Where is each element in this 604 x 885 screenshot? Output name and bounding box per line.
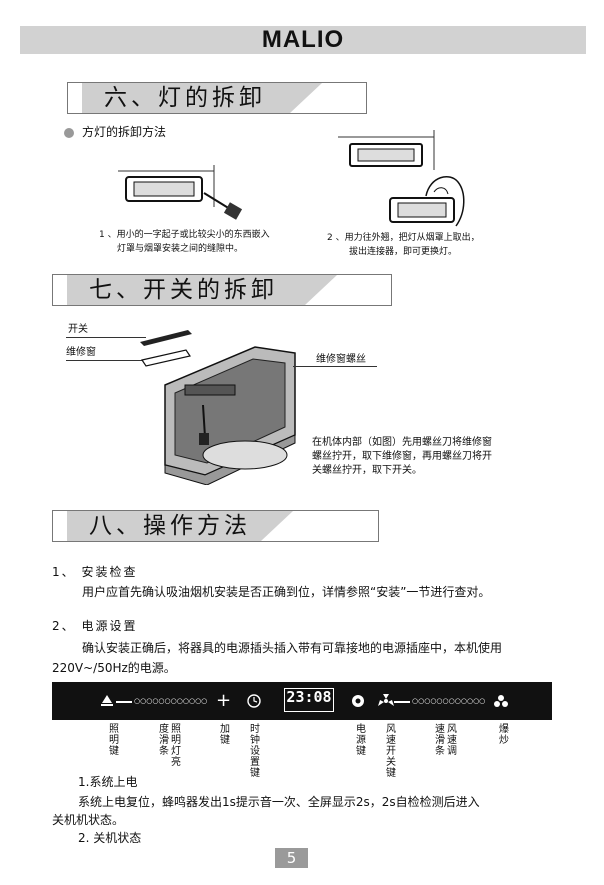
section-title-lamp: 六、灯的拆卸: [67, 82, 367, 114]
label-light-key: 照明键: [109, 724, 119, 757]
label-light-slider-a: 度滑条: [159, 724, 169, 757]
title-band: [67, 511, 243, 541]
switch-desc-line-1: 在机体内部（如图）先用螺丝刀将维修窗: [312, 437, 492, 448]
power-text-line-2: 220V~/50Hz的电源。: [52, 661, 176, 675]
control-panel: ○○○○○○○○○○○○ + 23:08 ○○○○○○○○○○○○: [52, 682, 552, 720]
label-light-slider-b: 照明灯亮: [171, 724, 181, 768]
light-slider[interactable]: ○○○○○○○○○○○○: [134, 697, 208, 705]
section-title-operation: 八、操作方法: [52, 510, 379, 542]
lamp-removal-illustration-1: [118, 165, 243, 220]
label-speed-slider-b: 风速调: [447, 724, 457, 757]
lamp-step-1-line-1: 1 、用小的一字起子或比较尖小的东西嵌入: [99, 230, 270, 240]
label-add-key: 加键: [220, 724, 230, 746]
fan-slider-line: [394, 701, 410, 703]
label-clock-key: 时钟设置键: [250, 724, 260, 779]
switch-desc-line-3: 关螺丝拧开，取下开关。: [312, 465, 422, 476]
power-text-line-1: 确认安装正确后，将器具的电源插头插入带有可靠接地的电源插座中，本机使用: [82, 641, 503, 655]
leader-line: [66, 360, 146, 361]
label-fan-key: 风速开关键: [386, 724, 396, 779]
switch-desc-line-2: 螺丝拧开，取下维修窗，再用螺丝刀将开: [312, 451, 492, 462]
section-heading: 七、开关的拆卸: [89, 277, 278, 303]
switch-part-illustration: [140, 330, 192, 367]
leader-line: [293, 366, 377, 367]
lamp-removal-illustration-2: [338, 130, 465, 227]
lamp-step-1-line-2: 灯罩与烟罩安装之间的缝隙中。: [117, 244, 244, 254]
install-heading: 1、 安装检查: [52, 565, 138, 579]
plus-icon[interactable]: +: [216, 690, 232, 711]
time-display-value: 23:08: [286, 688, 332, 706]
title-band-slant: [287, 275, 337, 305]
title-band: [82, 83, 272, 113]
power-on-heading: 1.系统上电: [78, 775, 138, 789]
label-boost: 爆炒: [499, 724, 509, 746]
title-band-slant: [272, 83, 322, 113]
off-state-heading: 2. 关机状态: [78, 831, 142, 845]
fan-speed-slider[interactable]: ○○○○○○○○○○○○: [412, 697, 486, 705]
brand-logo: MALIO: [261, 26, 345, 53]
label-power-key: 电源键: [356, 724, 366, 757]
label-repair-window: 维修窗: [66, 347, 96, 358]
leader-line: [66, 337, 146, 338]
section-heading: 八、操作方法: [89, 513, 251, 539]
light-slider-line: [116, 701, 132, 703]
label-switch: 开关: [68, 324, 88, 335]
label-speed-slider-a: 速滑条: [435, 724, 445, 757]
title-band: [67, 275, 287, 305]
clock-icon[interactable]: [246, 693, 262, 709]
lamp-step-2-line-2: 拔出连接器，即可更换灯。: [349, 247, 458, 257]
section-heading: 六、灯的拆卸: [104, 85, 266, 111]
range-hood-illustration: [164, 346, 296, 485]
power-icon[interactable]: [351, 694, 365, 708]
install-text: 用户应首先确认吸油烟机安装是否正确到位，详情参照“安装”一节进行查对。: [82, 585, 491, 599]
label-window-screw: 维修窗螺丝: [316, 354, 366, 365]
lamp-step-2-line-1: 2 、用力往外翘，把灯从烟罩上取出，: [327, 233, 480, 243]
header-bar: MALIO: [20, 26, 586, 54]
power-heading: 2、 电源设置: [52, 619, 138, 633]
boost-icon[interactable]: [494, 694, 508, 708]
fan-icon[interactable]: [378, 694, 394, 708]
title-band-slant: [243, 511, 293, 541]
power-on-text-line-2: 关机机状态。: [52, 813, 125, 827]
time-display: 23:08: [284, 688, 334, 712]
section-title-switch: 七、开关的拆卸: [52, 274, 392, 306]
light-icon: [101, 695, 113, 706]
bullet-icon: [64, 128, 74, 138]
page-number: 5: [275, 848, 308, 868]
power-on-text-line-1: 系统上电复位，蜂鸣器发出1s提示音一次、全屏显示2s，2s自检检测后进入: [78, 795, 480, 809]
lamp-subtitle: 方灯的拆卸方法: [82, 125, 167, 139]
